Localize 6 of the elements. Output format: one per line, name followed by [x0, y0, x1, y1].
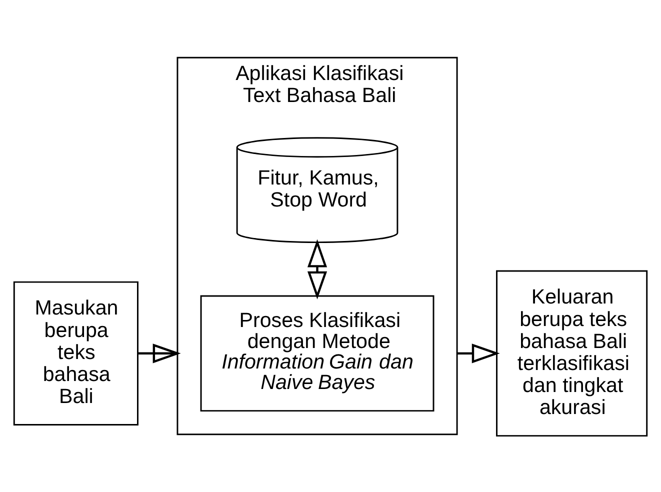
arrow [307, 239, 328, 300]
arrow [457, 344, 500, 364]
node-box: Masukan berupa teks bahasa Bali [13, 281, 138, 426]
node-box: Keluaran berupa teks bahasa Bali terklasifikasi dan tingkat akurasi [496, 270, 648, 437]
node-box: Proses Klasifikasi dengan Metode Information Gain dan Naive Bayes [200, 295, 434, 412]
arrow [138, 344, 181, 364]
